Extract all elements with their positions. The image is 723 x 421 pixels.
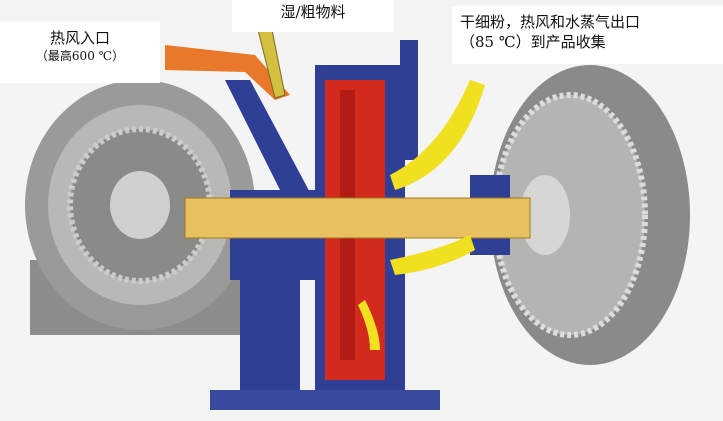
- hot-air-inlet-label: 热风入口 （最高600 ℃）: [0, 22, 160, 83]
- outlet-arrow-lower: [390, 235, 475, 275]
- hot-air-arrow: [165, 45, 290, 100]
- right-disc: [490, 65, 690, 365]
- left-disc: [25, 80, 255, 335]
- outlet-arrow-upper: [390, 80, 485, 190]
- feed-label: 湿/粗物料: [232, 0, 394, 32]
- outlet-text: 干细粉，热风和水蒸气出口: [460, 13, 641, 31]
- outlet-label: 干细粉，热风和水蒸气出口 （85 ℃）到产品收集: [452, 6, 723, 64]
- hot-air-inlet-temp: （最高600 ℃）: [35, 49, 125, 64]
- hot-air-inlet-text: 热风入口: [49, 29, 110, 47]
- outlet-temp-text: （85 ℃）到产品收集: [460, 33, 606, 52]
- shaft: [184, 197, 531, 239]
- inner-flow-arrow: [358, 300, 380, 350]
